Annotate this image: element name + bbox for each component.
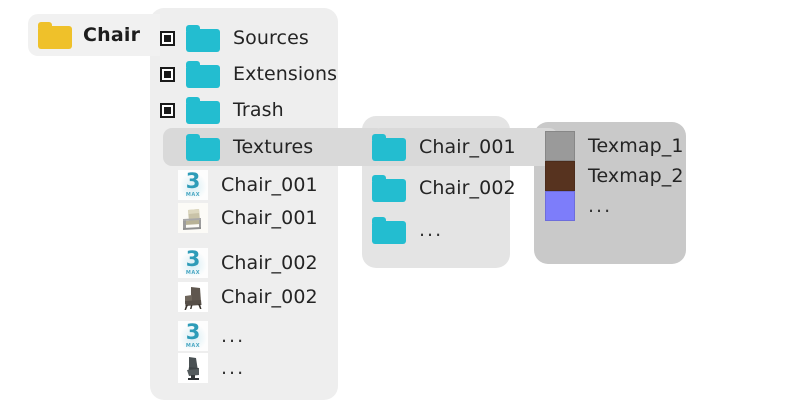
tree-item-chair-001-model[interactable]: Chair_001 bbox=[178, 200, 318, 236]
color-swatch bbox=[545, 191, 575, 221]
tree-item-trash[interactable]: Trash bbox=[160, 92, 284, 128]
3dsmax-file-icon: 3 MAX bbox=[178, 170, 208, 200]
3dsmax-file-icon: 3 MAX bbox=[178, 248, 208, 278]
tree-item-label: Chair_001 bbox=[221, 207, 318, 229]
texmap-item-1[interactable]: Texmap_1 bbox=[545, 131, 684, 161]
tree-item-label: Sources bbox=[233, 27, 309, 49]
tree-item-label: Chair_002 bbox=[221, 252, 318, 274]
texture-item-chair-002[interactable]: Chair_002 bbox=[372, 170, 516, 206]
tree-item-label: Extensions bbox=[233, 63, 338, 85]
chair-thumbnail-cream bbox=[178, 203, 208, 233]
tree-item-label: ... bbox=[221, 357, 246, 379]
max-icon-glyph: 3 bbox=[185, 248, 201, 271]
chair-thumbnail-lounge bbox=[178, 353, 208, 383]
texmap-item-label: Texmap_2 bbox=[588, 165, 684, 187]
folder-icon bbox=[372, 133, 406, 161]
texture-item-label: Chair_002 bbox=[419, 177, 516, 199]
texture-item-label: ... bbox=[419, 219, 444, 241]
expand-toggle-icon[interactable] bbox=[160, 102, 175, 118]
texture-item-label: Chair_001 bbox=[419, 136, 516, 158]
toggle-placeholder bbox=[160, 140, 175, 155]
tree-item-label: ... bbox=[221, 325, 246, 347]
expand-toggle-icon[interactable] bbox=[160, 30, 175, 46]
tree-item-textures[interactable]: Textures bbox=[160, 129, 313, 165]
texture-item-chair-001[interactable]: Chair_001 bbox=[372, 129, 516, 165]
expand-toggle-icon[interactable] bbox=[160, 66, 175, 82]
max-icon-glyph: 3 bbox=[185, 170, 201, 193]
folder-icon bbox=[186, 133, 220, 161]
folder-icon bbox=[186, 96, 220, 124]
tree-item-more-model[interactable]: ... bbox=[178, 350, 245, 386]
color-swatch bbox=[545, 131, 575, 161]
texmap-item-label: ... bbox=[588, 195, 613, 217]
tree-item-sources[interactable]: Sources bbox=[160, 20, 309, 56]
max-icon-glyph: 3 bbox=[185, 321, 201, 344]
chair-thumbnail-dark bbox=[178, 282, 208, 312]
max-icon-sublabel: MAX bbox=[185, 192, 201, 198]
tree-item-label: Textures bbox=[233, 136, 314, 158]
max-icon-sublabel: MAX bbox=[185, 270, 201, 276]
tree-item-label: Chair_001 bbox=[221, 174, 318, 196]
tree-item-extensions[interactable]: Extensions bbox=[160, 56, 337, 92]
folder-icon bbox=[372, 216, 406, 244]
texture-item-more[interactable]: ... bbox=[372, 212, 443, 248]
texmap-item-more[interactable]: ... bbox=[545, 191, 612, 221]
root-folder-chair[interactable]: Chair bbox=[28, 14, 160, 56]
tree-item-label: Trash bbox=[233, 99, 284, 121]
tree-item-chair-002-max[interactable]: 3 MAX Chair_002 bbox=[178, 245, 318, 281]
tree-item-chair-002-model[interactable]: Chair_002 bbox=[178, 279, 318, 315]
root-folder-label: Chair bbox=[83, 24, 141, 46]
max-icon-sublabel: MAX bbox=[185, 343, 201, 349]
tree-item-more-max[interactable]: 3 MAX ... bbox=[178, 318, 245, 354]
3dsmax-file-icon: 3 MAX bbox=[178, 321, 208, 351]
folder-icon bbox=[186, 60, 220, 88]
folder-icon-yellow bbox=[38, 21, 72, 49]
texmap-item-label: Texmap_1 bbox=[588, 135, 684, 157]
folder-icon bbox=[186, 24, 220, 52]
folder-icon bbox=[372, 174, 406, 202]
color-swatch bbox=[545, 161, 575, 191]
tree-item-label: Chair_002 bbox=[221, 286, 318, 308]
texmap-item-2[interactable]: Texmap_2 bbox=[545, 161, 684, 191]
tree-item-chair-001-max[interactable]: 3 MAX Chair_001 bbox=[178, 167, 318, 203]
